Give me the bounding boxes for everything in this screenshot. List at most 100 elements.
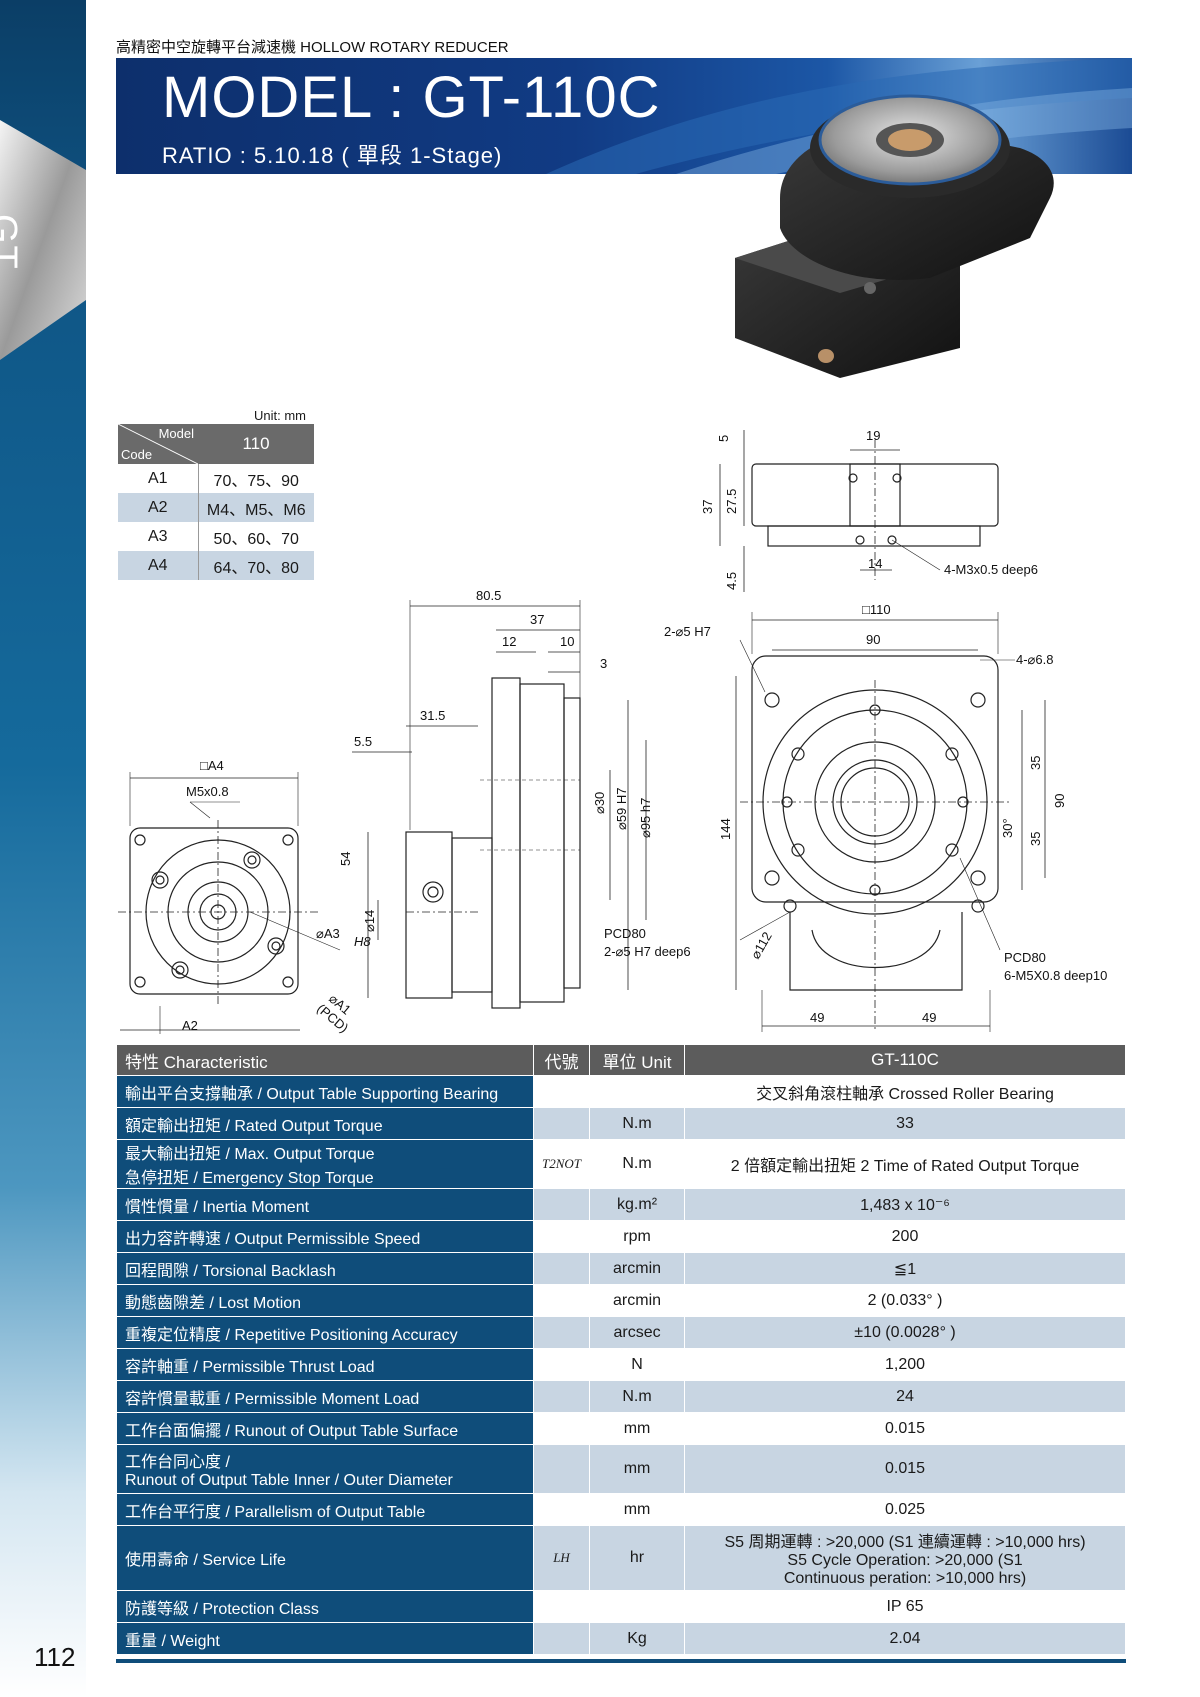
spec-characteristic: 最大輸出扭矩 / Max. Output Torque 急停扭矩 / Emerg… xyxy=(117,1140,533,1188)
spec-row: 使用壽命 / Service Life LH hr S5 周期運轉 : >20,… xyxy=(117,1526,1125,1590)
dim-plan-pcd-b: PCD80 xyxy=(1004,950,1046,965)
spec-characteristic: 重量 / Weight xyxy=(117,1623,533,1654)
code-header-code: Code xyxy=(121,447,153,462)
spec-symbol xyxy=(533,1381,590,1412)
spec-row: 重複定位精度 / Repetitive Positioning Accuracy… xyxy=(117,1317,1125,1348)
dim-top-37: 37 xyxy=(700,500,715,514)
spec-value: IP 65 xyxy=(684,1591,1125,1622)
spec-value: ≦1 xyxy=(684,1253,1125,1284)
side-wedge-decoration xyxy=(0,120,86,360)
dim-side-55: 5.5 xyxy=(354,734,372,749)
dim-side-315: 31.5 xyxy=(420,708,445,723)
dim-side-59: ⌀59 H7 xyxy=(614,787,629,830)
code-header-value: 110 xyxy=(198,424,314,464)
spec-value: 2 倍額定輸出扭矩 2 Time of Rated Output Torque xyxy=(684,1140,1125,1188)
front-view-drawing xyxy=(118,772,341,1034)
dim-plan-pcd-b2: 6-M5X0.8 deep10 xyxy=(1004,968,1107,983)
code-row: A3 50、60、70 xyxy=(118,522,314,551)
spec-characteristic: 防護等級 / Protection Class xyxy=(117,1591,533,1622)
spec-value: ±10 (0.0028° ) xyxy=(684,1317,1125,1348)
spec-unit: N.m xyxy=(589,1381,685,1412)
spec-row: 防護等級 / Protection Class IP 65 xyxy=(117,1591,1125,1622)
spec-row: 輸出平台支撐軸承 / Output Table Supporting Beari… xyxy=(117,1076,1125,1107)
dim-top-thread: 4-M3x0.5 deep6 xyxy=(944,562,1038,577)
spec-symbol xyxy=(533,1317,590,1348)
page-number: 112 xyxy=(34,1642,76,1672)
spec-characteristic: 工作台同心度 / Runout of Output Table Inner / … xyxy=(117,1445,533,1493)
code-cell: A3 xyxy=(118,522,199,551)
spec-row: 慣性慣量 / Inertia Moment kg.m² 1,483 x 10⁻⁶ xyxy=(117,1189,1125,1220)
spec-table: 特性 Characteristic 代號 單位 Unit GT-110C 輸出平… xyxy=(117,1044,1125,1655)
dim-side-54: 54 xyxy=(338,852,353,866)
spec-value: 0.015 xyxy=(684,1445,1125,1493)
spec-characteristic: 額定輸出扭矩 / Rated Output Torque xyxy=(117,1108,533,1139)
dim-plan-49b: 49 xyxy=(922,1010,936,1025)
spec-row: 重量 / Weight Kg 2.04 xyxy=(117,1623,1125,1654)
dim-side-30: ⌀30 xyxy=(592,792,607,814)
spec-symbol: LH xyxy=(533,1526,590,1590)
spec-value: 24 xyxy=(684,1381,1125,1412)
code-row: A4 64、70、80 xyxy=(118,551,314,580)
spec-header-symbol: 代號 xyxy=(533,1045,590,1075)
dim-top-275: 27.5 xyxy=(724,489,739,514)
dim-plan-110: □110 xyxy=(862,602,891,617)
dim-front-h8: H8 xyxy=(354,934,371,949)
model-title: MODEL : GT-110C xyxy=(162,65,661,130)
dim-plan-90v: 90 xyxy=(1052,794,1067,808)
spec-unit xyxy=(589,1591,685,1622)
spec-characteristic: 使用壽命 / Service Life xyxy=(117,1526,533,1590)
dim-plan-112: ⌀112 xyxy=(748,929,775,961)
dim-plan-pin: 2-⌀5 H7 xyxy=(664,624,711,639)
code-model-corner: Model Code xyxy=(118,424,198,464)
spec-value: S5 周期運轉 : >20,000 (S1 連續運轉 : >10,000 hrs… xyxy=(684,1526,1125,1590)
spec-row: 出力容許轉速 / Output Permissible Speed rpm 20… xyxy=(117,1221,1125,1252)
spec-symbol: T2NOT xyxy=(533,1140,590,1188)
spec-row: 額定輸出扭矩 / Rated Output Torque N.m 33 xyxy=(117,1108,1125,1139)
spec-value-line: Continuous peration: >10,000 hrs) xyxy=(783,1570,1027,1587)
spec-header-characteristic: 特性 Characteristic xyxy=(117,1045,533,1075)
spec-symbol xyxy=(533,1076,590,1107)
code-cell: A2 xyxy=(118,493,199,522)
code-table-header: Model Code 110 xyxy=(118,424,314,464)
spec-symbol xyxy=(533,1494,590,1525)
spec-header-row: 特性 Characteristic 代號 單位 Unit GT-110C xyxy=(117,1045,1125,1075)
code-value: 50、60、70 xyxy=(213,530,299,548)
dim-top-19: 19 xyxy=(866,428,880,443)
dim-side-805: 80.5 xyxy=(476,588,501,603)
spec-row: 工作台同心度 / Runout of Output Table Inner / … xyxy=(117,1445,1125,1493)
spec-value: 1,200 xyxy=(684,1349,1125,1380)
dim-front-square: □A4 xyxy=(200,758,224,773)
code-cell: A4 xyxy=(118,551,199,580)
dim-top-5: 5 xyxy=(716,435,731,442)
spec-row: 工作台面偏擺 / Runout of Output Table Surface … xyxy=(117,1413,1125,1444)
spec-value: 0.015 xyxy=(684,1413,1125,1444)
top-view-drawing xyxy=(719,430,999,592)
spec-characteristic-line: Runout of Output Table Inner / Outer Dia… xyxy=(125,1472,453,1489)
dim-plan-pcd-a2: 2-⌀5 H7 deep6 xyxy=(604,944,691,959)
dim-side-12: 12 xyxy=(502,634,516,649)
spec-characteristic: 工作台面偏擺 / Runout of Output Table Surface xyxy=(117,1413,533,1444)
spec-symbol xyxy=(533,1189,590,1220)
spec-symbol xyxy=(533,1108,590,1139)
technical-drawings: □A4 M5x0.8 ⌀A3 H8 ⌀A1 (PCD) A2 80.5 37 1… xyxy=(118,428,1107,1036)
spec-value-line: S5 Cycle Operation: >20,000 (S1 xyxy=(787,1552,1023,1569)
side-view-drawing xyxy=(352,600,647,1009)
spec-characteristic: 輸出平台支撐軸承 / Output Table Supporting Beari… xyxy=(117,1076,533,1107)
spec-unit: arcmin xyxy=(589,1285,685,1316)
spec-unit: arcmin xyxy=(589,1253,685,1284)
dim-front-screw: M5x0.8 xyxy=(186,784,229,799)
code-value: 64、70、80 xyxy=(213,559,299,577)
dim-side-14: ⌀14 xyxy=(362,910,377,932)
dim-plan-30deg: 30° xyxy=(1000,818,1015,838)
spec-row: 回程間隙 / Torsional Backlash arcmin ≦1 xyxy=(117,1253,1125,1284)
spec-characteristic-line: 工作台同心度 / xyxy=(125,1454,230,1471)
spec-value-line: S5 周期運轉 : >20,000 (S1 連續運轉 : >10,000 hrs… xyxy=(724,1534,1086,1551)
spec-unit: mm xyxy=(589,1494,685,1525)
code-cell: A1 xyxy=(118,464,199,493)
dim-side-95: ⌀95 h7 xyxy=(638,798,653,838)
dim-plan-144: 144 xyxy=(718,818,733,840)
spec-symbol xyxy=(533,1253,590,1284)
spec-characteristic-line: 最大輸出扭矩 / Max. Output Torque xyxy=(125,1146,375,1163)
